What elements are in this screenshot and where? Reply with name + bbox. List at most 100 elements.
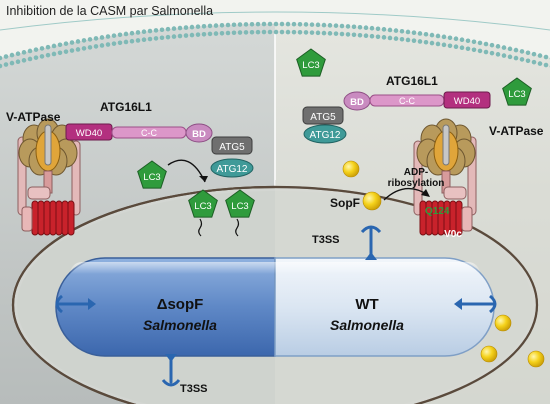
membrane-lipid (363, 25, 369, 31)
membrane-lipid (249, 29, 255, 35)
membrane-lipid (225, 22, 231, 28)
membrane-lipid (303, 22, 309, 27)
v-atpase-v0-ring (61, 200, 69, 236)
membrane-lipid (507, 46, 513, 52)
membrane-lipid (213, 23, 219, 28)
membrane-lipid (387, 35, 393, 41)
membrane-lipid (27, 48, 33, 54)
membrane-lipid (525, 58, 531, 64)
membrane-lipid (375, 34, 381, 40)
membrane-lipid (39, 46, 45, 51)
membrane-lipid (171, 26, 177, 31)
sopf-ball-1 (342, 160, 360, 178)
atg16l1-complex-right: ATG16L1 ATG5 ATG12 BD C-C WD40 (302, 74, 491, 144)
membrane-lipid (249, 21, 255, 27)
membrane-lipid (309, 30, 315, 35)
atg12-right (303, 124, 347, 144)
coiled-coil-right-label: C-C (399, 96, 415, 106)
membrane-lipid (357, 24, 363, 30)
membrane-lipid (219, 30, 225, 36)
membrane-lipid (441, 42, 447, 48)
sopf-ball-4 (480, 345, 498, 363)
adp-ribosylation-label-2: ribosylation (388, 178, 445, 189)
lc3-free-right-2-label: LC3 (508, 89, 525, 100)
t3ss-bottom-tip (161, 379, 181, 387)
membrane-lipid (327, 23, 333, 28)
v-atpase-d-subunit (443, 186, 467, 200)
membrane-lipid (321, 30, 327, 36)
atg12-left (210, 158, 254, 178)
membrane-lipid (309, 22, 315, 27)
membrane-lipid (285, 21, 291, 27)
atg12-left-label: ATG12 (217, 164, 248, 175)
membrane-lipid (237, 22, 243, 27)
atg5-right-label: ATG5 (310, 112, 336, 123)
atg12-right-label: ATG12 (310, 130, 341, 141)
wd40-right-label: WD40 (454, 96, 480, 107)
membrane-lipid (291, 21, 297, 27)
lipid-anchor (235, 218, 240, 237)
lc3-free-right-1-label: LC3 (302, 60, 319, 71)
membrane-lipid (459, 37, 465, 43)
v-atpase-left (17, 118, 81, 236)
t3ss-needles (55, 225, 497, 387)
membrane-lipid (315, 30, 321, 36)
t3ss-side-right-base (454, 298, 462, 310)
membrane-lipid (417, 39, 423, 44)
lc3-bound-left-2 (225, 189, 255, 218)
membrane-lipid (9, 52, 15, 58)
t3ss-left-tip (55, 294, 63, 314)
membrane-lipid (417, 31, 423, 36)
membrane-lipid (435, 41, 441, 47)
membrane-lipid (165, 34, 171, 40)
atg5-left-label: ATG5 (219, 142, 245, 153)
membrane-lipid (153, 36, 159, 41)
membrane-lipid (75, 39, 81, 44)
membrane-lipid (75, 47, 81, 52)
membrane-lipid (45, 52, 51, 58)
membrane-lipid (57, 42, 63, 48)
membrane-lipid (63, 49, 69, 54)
t3ss-left-label: T3SS (180, 383, 208, 395)
membrane-lipid (411, 30, 417, 35)
wd40-left-label: WD40 (76, 128, 102, 139)
membrane-lipid (63, 41, 69, 46)
membrane-lipid (495, 52, 501, 57)
q124-residue-label: Q124 (425, 206, 450, 217)
membrane-lipid (519, 57, 525, 62)
membrane-lipid (201, 31, 207, 37)
membrane-lipid (147, 28, 153, 34)
membrane-lipid (411, 38, 417, 43)
membrane-lipid (141, 29, 147, 35)
membrane-lipid (537, 53, 543, 58)
membrane-lipid (243, 30, 249, 35)
membrane-lipid (3, 54, 9, 59)
membrane-lipid (303, 30, 309, 35)
vacuole-membrane-outline (11, 185, 539, 404)
v-atpase-v0-ring (37, 200, 45, 236)
membrane-lipid (423, 31, 429, 37)
membrane-lipid (285, 29, 291, 35)
t3ss-bottom-base (165, 354, 177, 362)
lc3-bound-left-1 (188, 189, 218, 218)
membrane-lipid (51, 51, 57, 57)
extracellular-space (0, 0, 550, 58)
membrane-lipid (135, 38, 141, 43)
atg5-left (211, 136, 253, 155)
v-atpase-left-label: V-ATPase (6, 110, 61, 124)
membrane-lipid (231, 30, 237, 36)
membrane-lipid (477, 48, 483, 54)
membrane-lipid (105, 34, 111, 39)
membrane-lipid (357, 32, 363, 38)
membrane-lipid (177, 33, 183, 39)
membrane-lipid (399, 36, 405, 42)
salmonella-left-label: Salmonella (143, 317, 217, 333)
membrane-lipid (15, 51, 21, 56)
lc3-free-right-2 (502, 77, 532, 106)
membrane-lipid (231, 22, 237, 28)
membrane-lipid (513, 47, 519, 53)
membrane-lipid (447, 35, 453, 41)
membrane-lipid (87, 37, 93, 42)
